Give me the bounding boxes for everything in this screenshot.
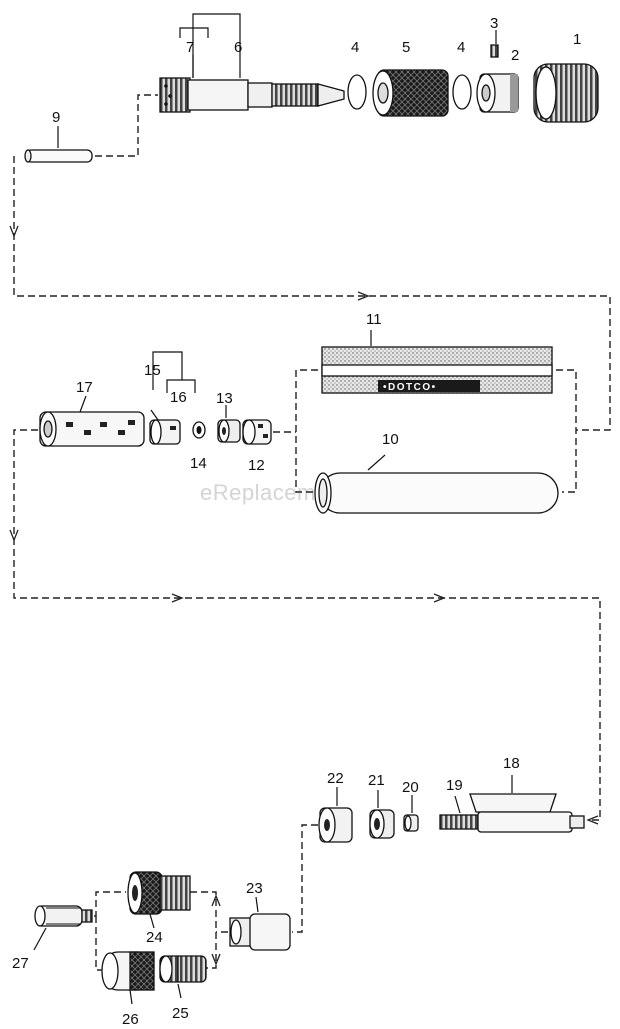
part-16-end-plate [149,419,181,445]
leader-26 [129,989,133,1005]
arrow-down-3 [211,953,221,966]
callout-4a: 4 [351,39,359,56]
callout-11: 11 [366,311,382,328]
callout-27: 27 [12,955,29,972]
callout-18: 18 [503,755,520,772]
callout-19: 19 [446,777,463,794]
part-19-shaft [439,811,585,833]
leader-19 [454,795,461,814]
part-25-collet [159,955,207,983]
leader-25 [177,983,182,999]
part-2-bushing [476,73,519,113]
arrow-down-1 [9,225,19,238]
callout-14: 14 [190,455,207,472]
callout-6: 6 [234,39,242,56]
callout-22: 22 [327,770,344,787]
arrow-left-1 [586,815,599,825]
part-11-housing-grip: •DOTCO• [321,346,553,394]
callout-15: 15 [144,362,161,379]
part-23-adapter [229,913,291,951]
arrow-right-2 [171,593,184,603]
callout-9: 9 [52,109,60,126]
leader-10 [367,454,386,471]
bracket-left-10-11 [295,369,318,493]
part-24-collet-nut [127,871,191,915]
arrow-down-2 [9,529,19,542]
callout-16: 16 [170,389,187,406]
path-row1-to-row2 [13,156,611,431]
leader-24 [149,913,155,929]
part-1-coil-spring [533,63,599,123]
arrow-right-3 [433,593,446,603]
arrow-up-1 [211,894,221,907]
callout-13: 13 [216,390,233,407]
part-27-chuck [34,905,93,927]
part-12-end-plate [242,419,272,445]
part-17-rotor-cylinder [39,411,145,447]
path-22-to-23 [292,824,318,933]
part-26-nut [101,951,155,991]
callout-20: 20 [402,779,419,796]
bracket-16 [166,379,196,393]
part-21-bearing [369,809,395,839]
callout-5: 5 [402,39,410,56]
path-27-to-24 [94,891,126,917]
path-27-to-26 [95,916,102,971]
part-10-tube [314,472,559,514]
callout-10: 10 [382,431,399,448]
part-3-set-screw [490,44,499,58]
callout-17: 17 [76,379,93,396]
leader-27 [33,927,47,951]
callout-24: 24 [146,929,163,946]
path-9-to-6 [95,94,158,157]
callout-23: 23 [246,880,263,897]
part-18-clip [469,793,557,813]
callout-12: 12 [248,457,265,474]
part-20-washer [403,814,419,832]
callout-7: 7 [186,39,194,56]
part-22-bushing [318,807,353,843]
part-13-bearing [217,419,241,443]
bracket-7 [179,27,209,38]
callout-2: 2 [511,47,519,64]
arrow-right-1 [357,291,370,301]
bracket-right-10-11 [556,369,577,493]
callout-26: 26 [122,1011,139,1028]
callout-21: 21 [368,772,385,789]
part-6-spindle [159,77,345,113]
leader-15 [150,409,159,421]
part-14-washer [192,421,206,439]
callout-1: 1 [573,31,581,48]
leader-23 [255,896,259,913]
path-row2-to-row3 [13,429,601,821]
part-4-oring-b [452,74,472,110]
part-4-oring-a [347,74,367,110]
leader-17 [79,395,87,413]
dotco-brand-text: •DOTCO• [383,382,437,393]
callout-25: 25 [172,1005,189,1022]
callout-3: 3 [490,15,498,32]
part-9-pin [24,149,93,163]
callout-4b: 4 [457,39,465,56]
bracket-15 [152,351,183,390]
part-5-knurled-sleeve [372,69,449,117]
bracket-6-7 [192,13,241,78]
